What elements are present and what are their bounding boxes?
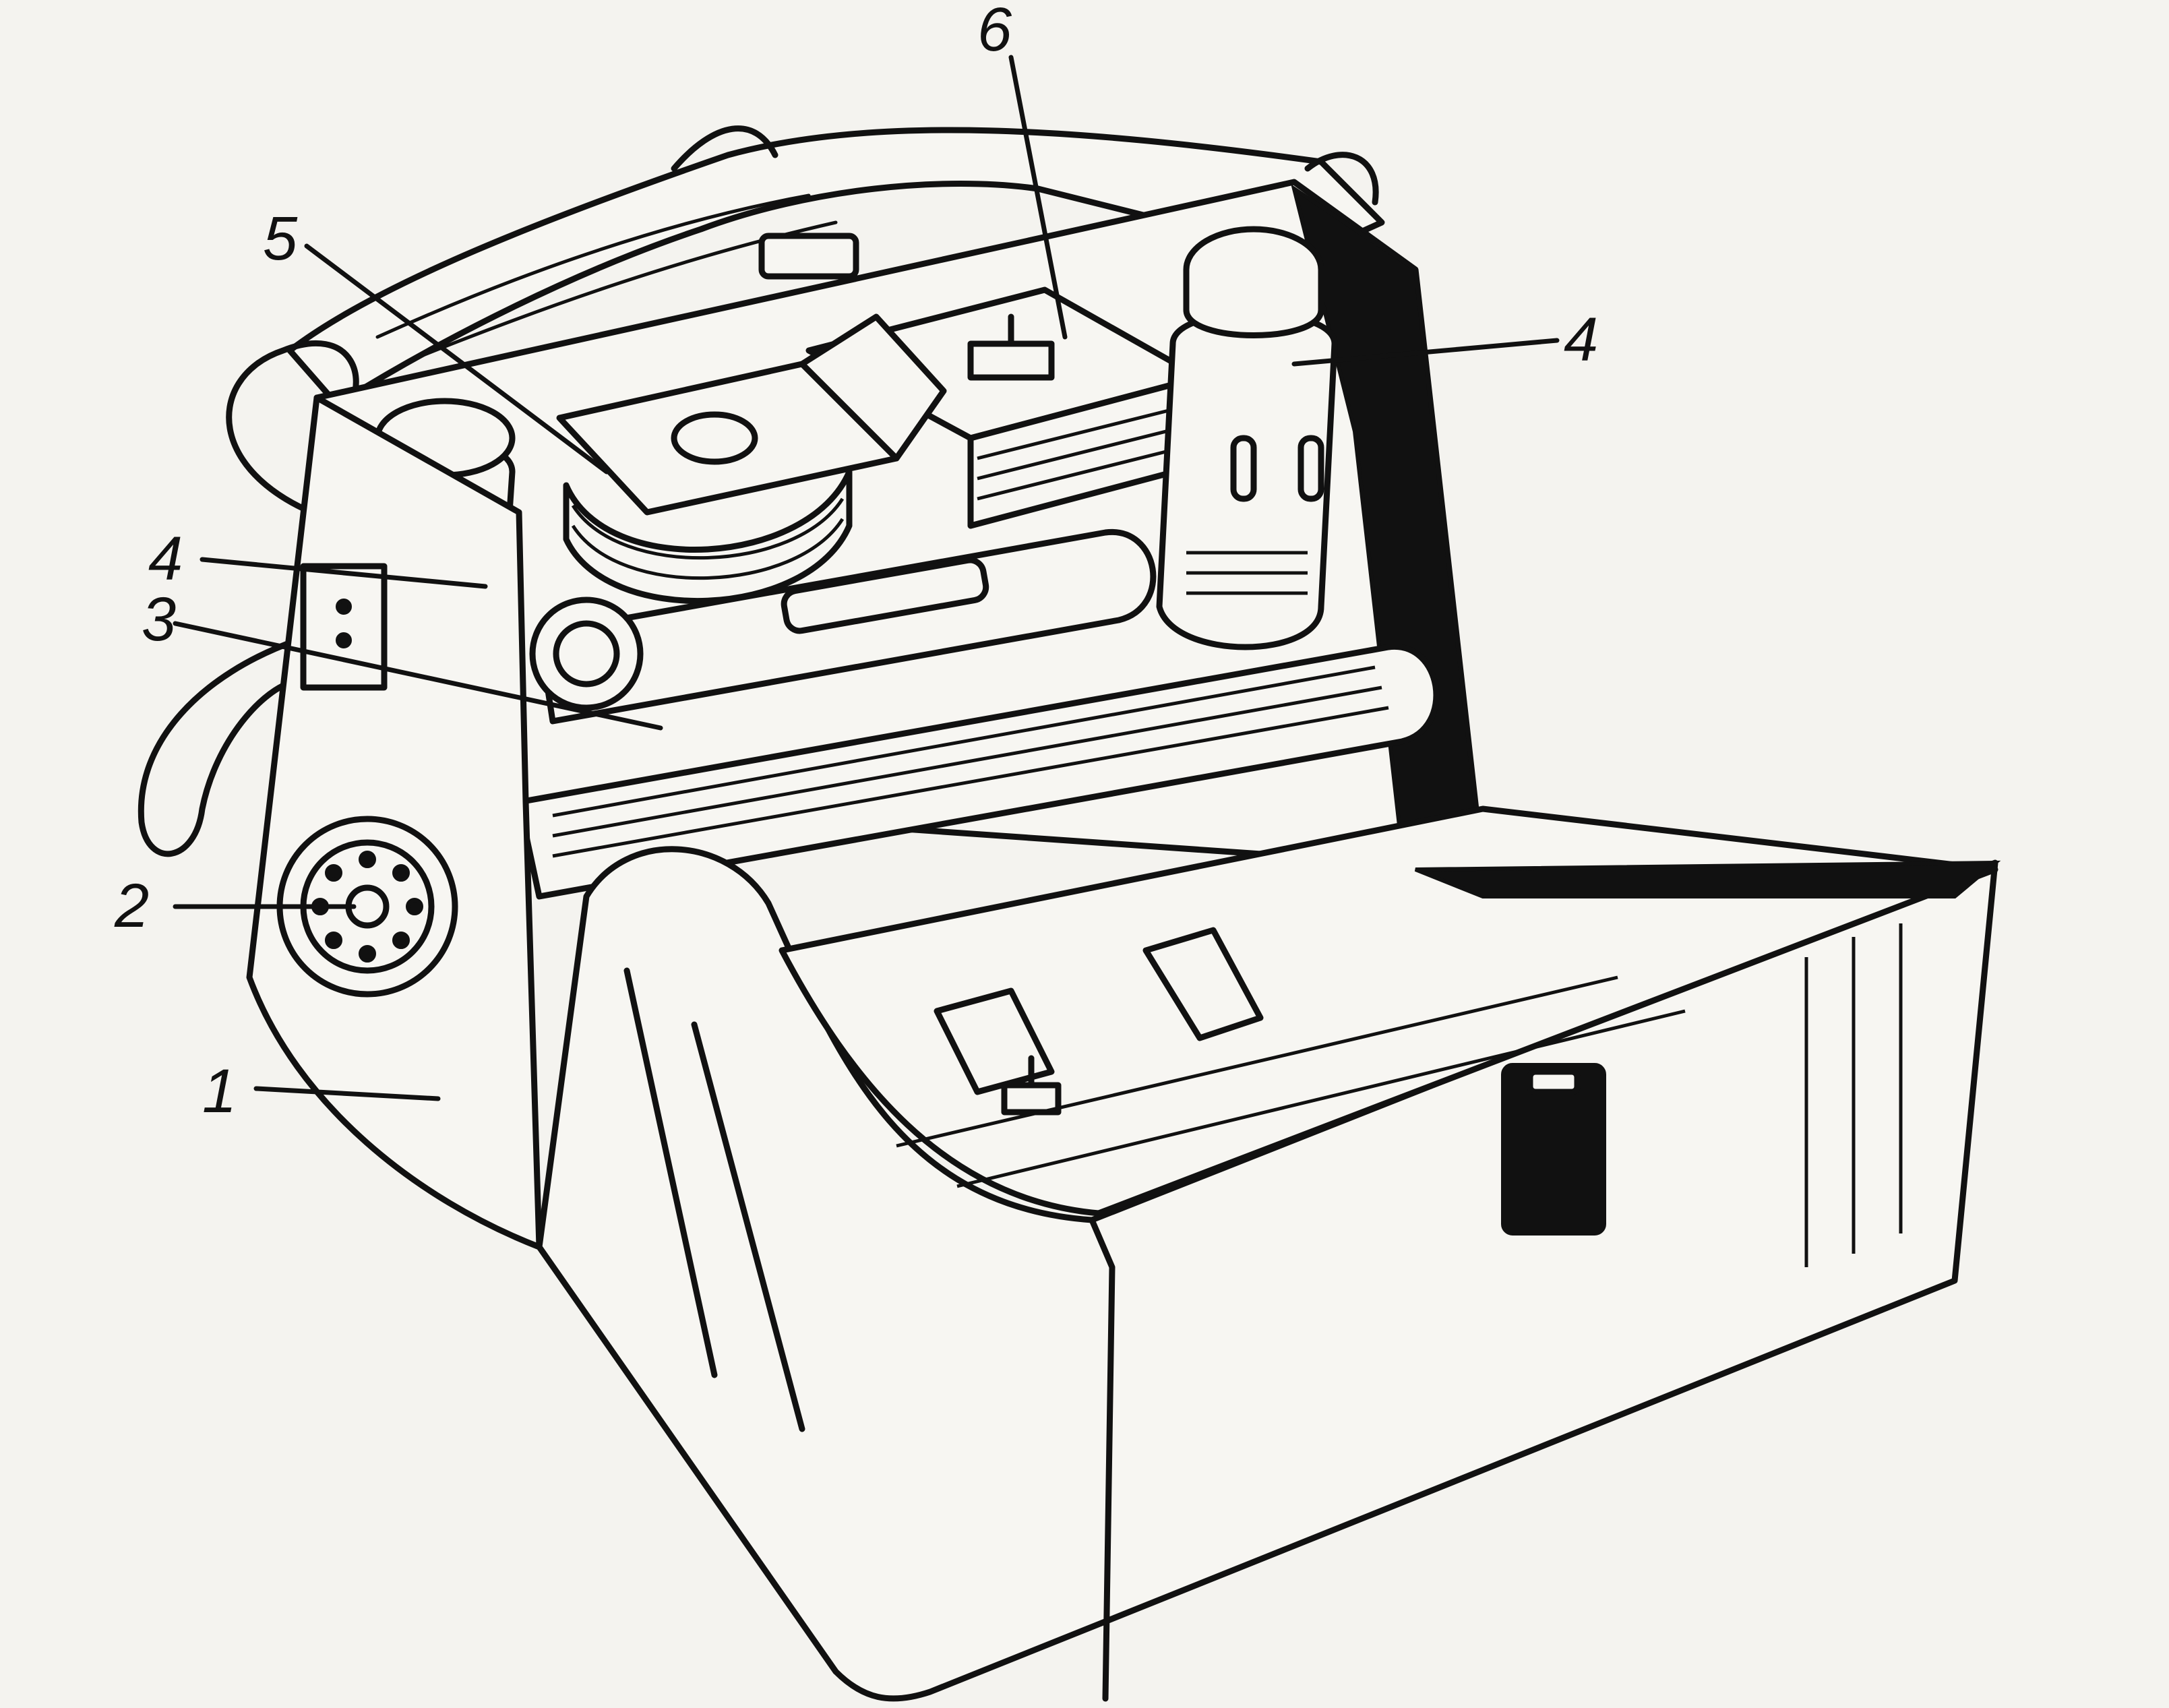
callout-1: 1 — [202, 1057, 237, 1126]
leader-1 — [253, 1086, 441, 1101]
box-front-shell — [536, 805, 2001, 1702]
reel-mechanism — [556, 313, 947, 605]
leader-6 — [1008, 55, 1068, 340]
floor-switch — [1001, 1082, 1062, 1116]
callout-5: 5 — [263, 204, 298, 273]
leader-5 — [304, 243, 609, 475]
lid-latch — [758, 233, 859, 280]
callout-2: 2 — [114, 872, 149, 940]
callout-4-right: 4 — [1564, 305, 1598, 374]
callout-4-left: 4 — [148, 524, 183, 593]
floor-pad — [1142, 927, 1264, 1041]
callout-6: 6 — [977, 0, 1012, 64]
lid — [286, 125, 1385, 408]
box-clasp — [1501, 1063, 1606, 1236]
leader-4b — [1291, 338, 1560, 367]
bottle-right — [1156, 226, 1338, 650]
leader-lines — [173, 55, 1560, 1101]
floor-pad — [934, 987, 1055, 1095]
toggle-switch — [967, 340, 1055, 381]
drum-roller — [516, 644, 1440, 900]
dial-connector — [276, 816, 458, 998]
side-hinge-plate — [300, 563, 388, 691]
callout-3: 3 — [142, 585, 176, 654]
lamp-cylinder — [529, 529, 1157, 725]
reel-hub — [671, 411, 758, 465]
leader-4a — [200, 557, 488, 589]
leader-3 — [173, 621, 663, 731]
